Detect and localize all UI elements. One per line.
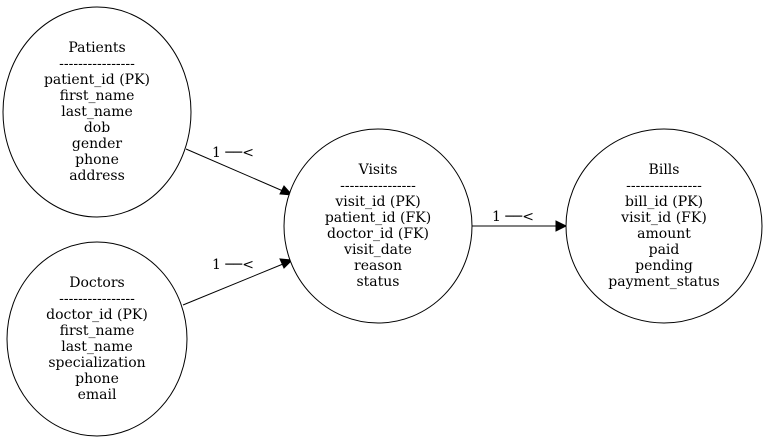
entity-field: phone [75, 152, 119, 168]
entity-field: first_name [60, 323, 135, 339]
entity-field: amount [637, 226, 691, 242]
edge-label: 1 ──< [212, 257, 254, 273]
edge-line [182, 263, 284, 306]
entity-field: payment_status [608, 274, 719, 290]
entity-field: patient_id (PK) [44, 72, 150, 88]
arrowhead-icon [555, 220, 568, 232]
edge-doctors-visits: 1 ──< [182, 257, 294, 306]
edge-line [185, 148, 284, 192]
entity-ellipse [2, 6, 192, 218]
entity-field: status [357, 274, 400, 290]
entity-field: reason [354, 258, 402, 274]
entity-separator: ---------------- [59, 56, 135, 72]
node-bills: Bills ---------------- bill_id (PK) visi… [565, 128, 763, 324]
entity-separator: ---------------- [626, 178, 702, 194]
entity-title: Visits [358, 162, 398, 178]
entity-field: visit_id (FK) [620, 210, 707, 226]
entity-field: phone [75, 371, 119, 387]
entity-field: doctor_id (PK) [46, 307, 148, 323]
edge-visits-bills: 1 ──< [471, 209, 568, 232]
entity-field: address [69, 168, 125, 184]
entity-field: patient_id (FK) [325, 210, 431, 226]
entity-field: pending [635, 258, 693, 274]
entity-ellipse [283, 128, 473, 324]
entity-field: email [78, 387, 117, 403]
entity-field: last_name [61, 104, 133, 120]
entity-field: dob [84, 120, 110, 136]
entity-title: Patients [68, 40, 125, 56]
entity-field: specialization [48, 355, 145, 371]
entity-title: Doctors [69, 275, 124, 291]
arrowhead-icon [279, 258, 294, 269]
node-patients: Patients ---------------- patient_id (PK… [2, 6, 192, 218]
node-visits: Visits ---------------- visit_id (PK) pa… [283, 128, 473, 324]
entity-separator: ---------------- [340, 178, 416, 194]
entity-separator: ---------------- [59, 291, 135, 307]
entity-field: paid [649, 242, 680, 258]
edge-patients-visits: 1 ──< [185, 145, 294, 196]
edge-label: 1 ──< [492, 209, 534, 225]
entity-field: last_name [61, 339, 133, 355]
entity-field: bill_id (PK) [625, 194, 703, 210]
entity-field: gender [72, 136, 123, 152]
edge-label: 1 ──< [212, 145, 254, 161]
node-doctors: Doctors ---------------- doctor_id (PK) … [6, 241, 188, 437]
entity-field: doctor_id (FK) [327, 226, 429, 242]
entity-ellipse [6, 241, 188, 437]
entity-ellipse [565, 128, 763, 324]
entity-field: visit_id (PK) [334, 194, 420, 210]
entity-field: first_name [60, 88, 135, 104]
entity-title: Bills [649, 162, 680, 178]
entity-field: visit_date [343, 242, 412, 258]
arrowhead-icon [279, 185, 294, 196]
